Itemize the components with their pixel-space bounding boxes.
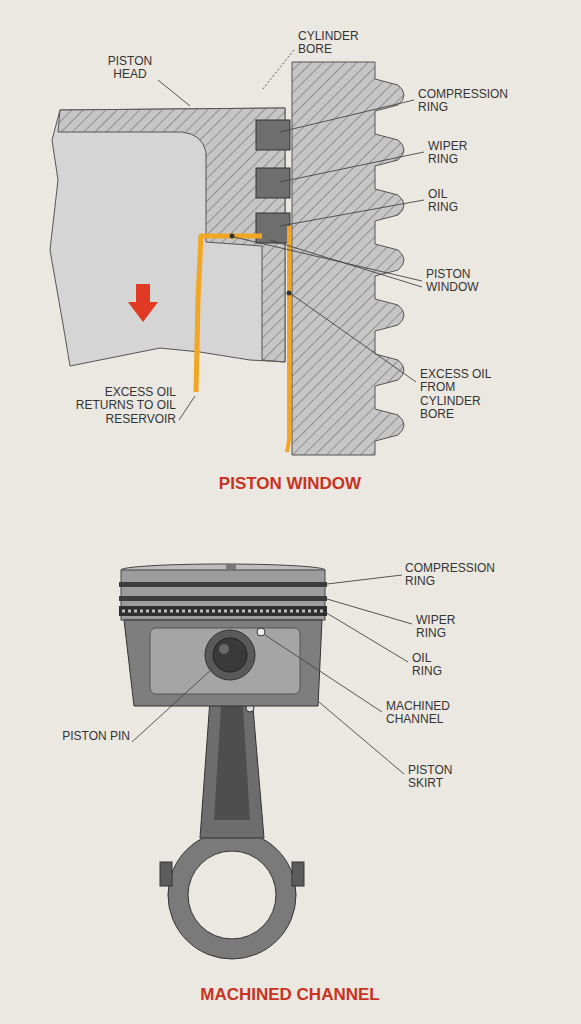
part-label: PISTON PIN xyxy=(58,730,130,743)
flow-arrow xyxy=(128,284,158,322)
big-end-bore xyxy=(188,851,276,939)
leader-line xyxy=(270,240,422,287)
leader-line xyxy=(291,294,416,382)
leader-line xyxy=(234,237,422,281)
skirt-pocket xyxy=(150,628,300,694)
part-label: PISTON HEAD xyxy=(100,55,160,82)
part-label: OIL RING xyxy=(412,652,458,679)
leader-line xyxy=(179,396,195,420)
leader-line xyxy=(132,575,412,774)
machined-channel xyxy=(257,628,265,636)
pin-highlight xyxy=(219,644,229,654)
compression-ring xyxy=(119,582,327,587)
leader-line xyxy=(265,635,382,712)
wiper-ring xyxy=(256,168,290,198)
cap-bolt xyxy=(292,862,304,886)
leader-line xyxy=(158,80,190,106)
part-label: WIPER RING xyxy=(416,614,478,641)
part-label: PISTON WINDOW xyxy=(426,268,498,295)
leader-line xyxy=(327,599,412,624)
leader-line xyxy=(280,152,424,182)
cap-bolt xyxy=(160,862,172,886)
figure-caption: MACHINED CHANNEL xyxy=(100,985,480,1004)
leader-line xyxy=(132,669,212,742)
piston-skirt xyxy=(124,620,322,706)
part-label: OIL RING xyxy=(428,188,474,215)
leader-line xyxy=(325,612,408,662)
oil-flow xyxy=(196,236,262,392)
piston-pin xyxy=(213,638,247,672)
piston-section xyxy=(50,62,404,455)
part-label: EXCESS OIL RETURNS TO OIL RESERVOIR xyxy=(68,386,176,426)
leader-dot xyxy=(230,234,235,239)
rod-web xyxy=(214,690,250,820)
part-label: EXCESS OIL FROM CYLINDER BORE xyxy=(420,368,502,422)
leader-line xyxy=(158,50,424,420)
big-end xyxy=(168,831,296,959)
leader-line xyxy=(327,575,402,584)
part-label: CYLINDER BORE xyxy=(298,30,380,57)
leader-dot xyxy=(287,291,292,296)
piston-assembly xyxy=(119,564,327,959)
leader-line xyxy=(280,200,424,226)
crown-notch xyxy=(226,564,236,570)
oil-ring xyxy=(119,606,327,616)
part-label: WIPER RING xyxy=(428,140,490,167)
part-label: MACHINED CHANNEL xyxy=(386,700,478,727)
compression-ring xyxy=(256,120,290,150)
leader-line xyxy=(262,50,294,90)
oil-flow xyxy=(287,226,289,452)
part-label: COMPRESSION RING xyxy=(418,88,523,115)
part-label: PISTON SKIRT xyxy=(408,764,472,791)
cylinder-wall xyxy=(292,62,404,455)
part-label: COMPRESSION RING xyxy=(405,562,510,589)
pin-boss xyxy=(205,630,255,680)
oil-ring-slots xyxy=(122,610,324,613)
leader-line xyxy=(280,100,414,132)
wiper-ring xyxy=(119,596,327,601)
figure-caption: PISTON WINDOW xyxy=(140,474,440,493)
